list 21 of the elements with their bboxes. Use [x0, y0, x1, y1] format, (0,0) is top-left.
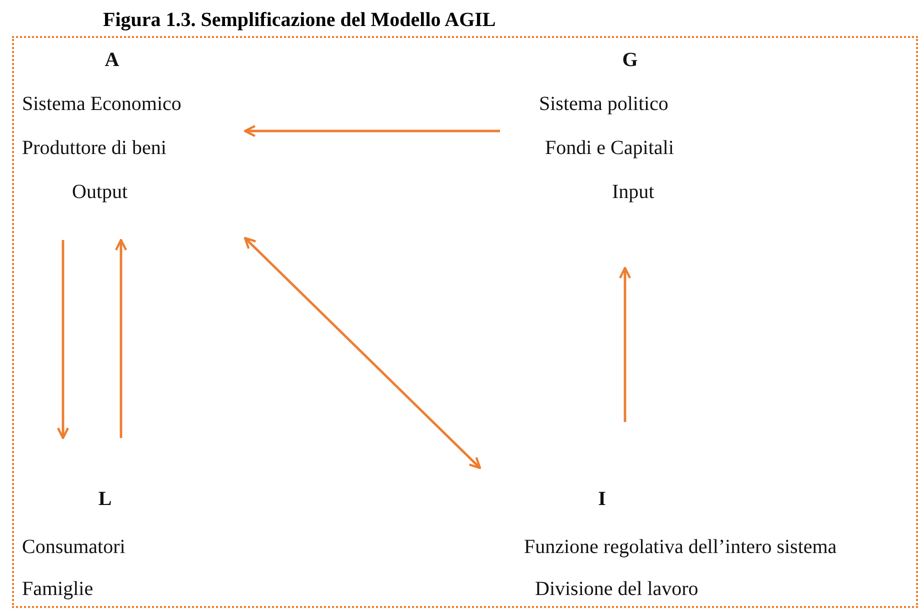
quadrant-text: Consumatori — [22, 535, 126, 559]
arrow — [56, 240, 70, 440]
quadrant-text: Divisione del lavoro — [535, 577, 698, 601]
quadrant-text: Sistema politico — [539, 92, 668, 116]
quadrant-letter: L — [98, 487, 112, 511]
arrow — [114, 238, 128, 438]
quadrant-text: Sistema Economico — [22, 92, 182, 116]
quadrant-text: Fondi e Capitali — [545, 136, 674, 160]
quadrant-text: Funzione regolativa dell’intero sistema — [524, 535, 837, 559]
arrow — [244, 236, 482, 470]
dotted-frame — [12, 36, 918, 608]
quadrant-letter: I — [598, 487, 606, 511]
arrow — [244, 124, 500, 138]
quadrant-text: Output — [72, 180, 128, 204]
quadrant-letter: A — [104, 48, 120, 72]
arrow — [618, 266, 632, 422]
quadrant-text: Famiglie — [22, 577, 94, 601]
quadrant-text: Produttore di beni — [22, 136, 166, 160]
quadrant-letter: G — [622, 48, 638, 72]
figure-title: Figura 1.3. Semplificazione del Modello AGIL — [103, 8, 496, 32]
quadrant-text: Input — [612, 180, 654, 204]
